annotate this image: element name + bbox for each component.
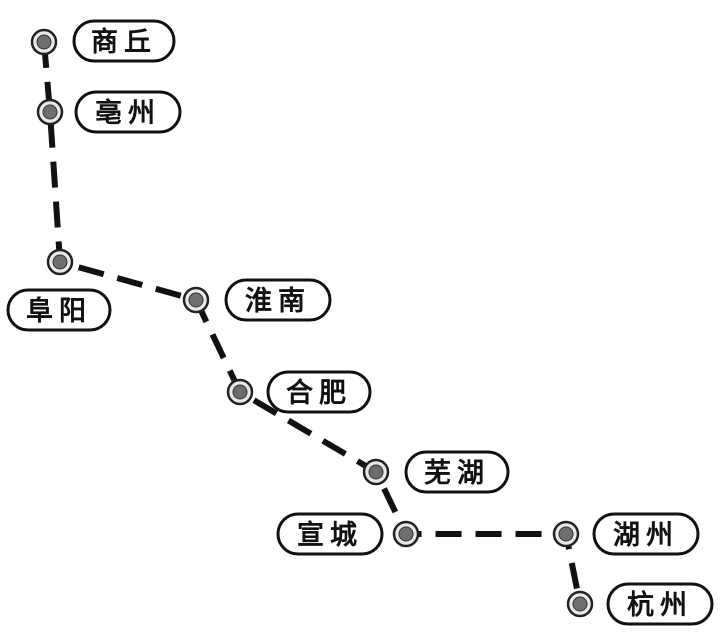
station-label-huzhou: 湖州 [613,520,679,551]
station-label-shangqiu: 商丘 [91,27,157,58]
station-huzhou[interactable]: 湖州 [552,512,700,556]
station-wuhu[interactable]: 芜湖 [362,450,510,494]
station-fuyang[interactable]: 阜阳 [6,248,112,332]
station-shangqiu[interactable]: 商丘 [30,19,176,63]
station-hangzhou[interactable]: 杭州 [566,582,714,626]
station-label-wuhu: 芜湖 [424,458,490,489]
station-hefei[interactable]: 合肥 [226,370,372,414]
station-bozhou[interactable]: 亳州 [36,90,182,134]
station-label-hefei: 合肥 [286,377,352,409]
station-xuancheng[interactable]: 宣城 [276,512,420,556]
station-label-huainan: 淮南 [245,286,311,317]
station-label-xuancheng: 宣城 [297,519,363,551]
station-huainan[interactable]: 淮南 [182,278,332,322]
station-label-bozhou: 亳州 [95,97,161,129]
station-label-fuyang: 阜阳 [26,296,92,327]
station-label-hangzhou: 杭州 [627,589,693,621]
